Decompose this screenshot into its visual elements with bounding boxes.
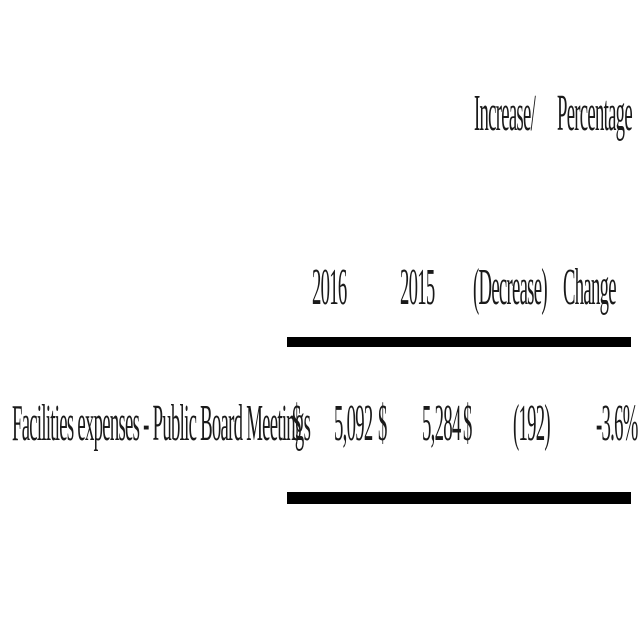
- currency-symbol-delta: $: [463, 395, 472, 452]
- currency-symbol-2015: $: [378, 395, 387, 452]
- value-percent-change: -3.6%: [596, 395, 638, 452]
- table-bottom-rule: [287, 492, 631, 504]
- header-percentage: Percentage: [557, 85, 633, 142]
- value-delta: (192): [513, 395, 551, 452]
- header-year-2015: 2015: [400, 259, 435, 316]
- header-change: Change: [563, 259, 617, 316]
- header-decrease: (Decrease): [473, 259, 548, 316]
- header-increase: Increase/: [474, 85, 536, 142]
- value-2016: 5,092: [334, 395, 373, 452]
- currency-symbol-2016: $: [292, 395, 301, 452]
- table-top-rule: [287, 337, 631, 347]
- header-year-2016: 2016: [312, 259, 347, 316]
- value-2015: 5,284: [422, 395, 461, 452]
- row-label: Facilities expenses - Public Board Meeti…: [12, 395, 311, 452]
